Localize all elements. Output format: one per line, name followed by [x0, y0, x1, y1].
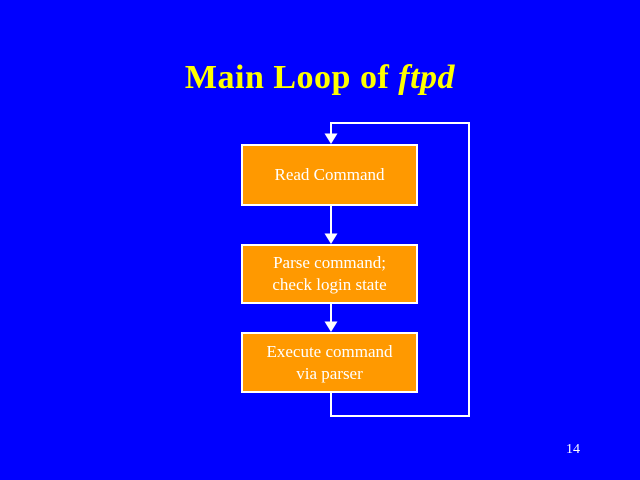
flow-box-parse-command: Parse command; check login state	[241, 244, 418, 304]
flow-box-label-line1: Parse command;	[273, 253, 386, 272]
slide-title-emphasis: ftpd	[398, 59, 456, 96]
flow-box-label: Read Command	[274, 165, 385, 184]
flow-box-label-line2: via parser	[296, 363, 363, 383]
flow-box-execute-command: Execute command via parser	[241, 332, 418, 393]
page-number: 14	[566, 442, 580, 457]
loop-back-line	[330, 122, 470, 417]
arrowhead-into-read-command-icon	[324, 133, 338, 144]
slide-title-text: Main Loop of	[184, 59, 399, 96]
flow-box-label-line1: Execute command	[266, 341, 393, 361]
arrowhead-into-execute-command-icon	[324, 321, 338, 332]
slide-title: Main Loop of ftpd	[0, 56, 640, 100]
flow-box-read-command: Read Command	[241, 144, 418, 206]
arrowhead-into-parse-command-icon	[324, 233, 338, 244]
flow-box-label-line2: check login state	[272, 275, 387, 294]
